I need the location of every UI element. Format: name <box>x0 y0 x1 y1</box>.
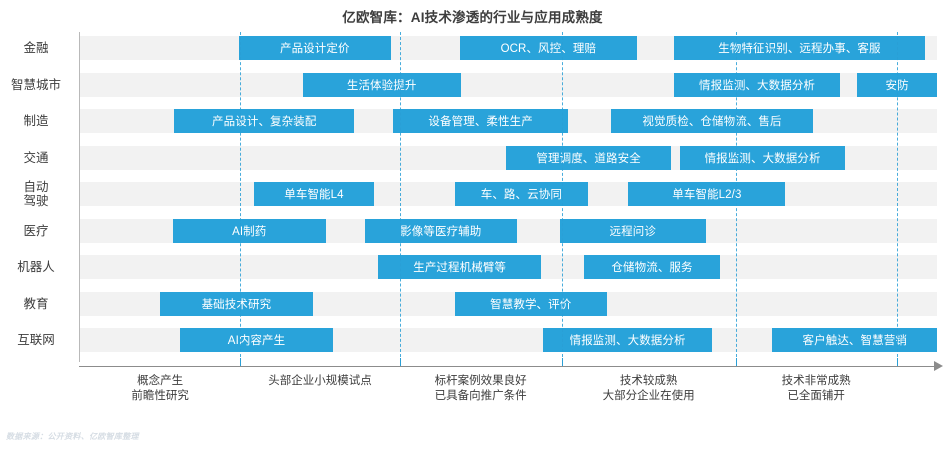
x-axis-arrow-icon <box>934 361 943 371</box>
bar-segment[interactable]: 生产过程机械臂等 <box>378 255 542 279</box>
x-stage-label-4: 技术非常成熟已全面铺开 <box>781 375 851 402</box>
bar-segment[interactable]: 车、路、云协同 <box>454 182 589 206</box>
bar-segment[interactable]: 产品设计、复杂装配 <box>174 109 355 133</box>
bar-segment[interactable]: 情报监测、大数据分析 <box>542 328 713 352</box>
bar-segment[interactable]: 智慧教学、评价 <box>454 291 608 316</box>
bar-segment[interactable]: 情报监测、大数据分析 <box>673 72 841 97</box>
x-stage-label-3: 技术较成熟大部分企业在使用 <box>602 375 695 402</box>
bar-segment[interactable]: 基础技术研究 <box>159 291 314 316</box>
bar-segment[interactable]: AI内容产生 <box>180 328 333 352</box>
bar-segment[interactable]: 单车智能L4 <box>253 182 374 206</box>
bar-segment[interactable]: 生物特征识别、远程办事、客服 <box>673 36 925 60</box>
x-axis-tick-3 <box>735 358 737 366</box>
bar-segment[interactable]: 影像等医疗辅助 <box>364 218 518 243</box>
bar-segment[interactable]: 单车智能L2/3 <box>628 182 786 206</box>
y-axis-labels: 金融智慧城市制造交通自动驾驶医疗机器人教育互联网 <box>0 32 72 362</box>
y-axis-label-5: 医疗 <box>23 223 49 238</box>
bar-segment[interactable]: AI制药 <box>172 218 326 243</box>
y-axis-line <box>79 32 80 362</box>
bar-segment[interactable]: 远程问诊 <box>559 218 706 243</box>
bar-segment[interactable]: 产品设计定价 <box>238 36 392 60</box>
bar-segment[interactable]: 仓储物流、服务 <box>583 255 721 279</box>
bar-segment[interactable]: 生活体验提升 <box>302 72 461 97</box>
x-axis-line <box>79 366 937 367</box>
y-axis-label-6: 机器人 <box>17 260 55 274</box>
x-stage-label-2: 标杆案例效果良好已具备向推广条件 <box>434 375 527 402</box>
source-note: 数据来源：公开资料、亿欧智库整理 <box>6 432 139 441</box>
y-axis-label-7: 教育 <box>23 296 49 311</box>
y-axis-label-8: 互联网 <box>17 333 55 347</box>
x-axis-tick-2 <box>561 358 563 366</box>
bar-segment[interactable]: 设备管理、柔性生产 <box>392 109 569 133</box>
y-axis-label-0: 金融 <box>23 41 49 55</box>
y-axis-label-2: 制造 <box>23 114 49 128</box>
x-axis-tick-0 <box>240 358 242 366</box>
bar-segment[interactable]: 视觉质检、仓储物流、售后 <box>611 109 813 133</box>
y-axis-label-4: 自动驾驶 <box>23 180 49 208</box>
x-axis-tick-4 <box>896 358 898 366</box>
x-stage-label-1: 头部企业小规模试点 <box>268 375 372 387</box>
bar-segment[interactable]: 管理调度、道路安全 <box>505 145 672 170</box>
y-axis-label-3: 交通 <box>23 150 49 165</box>
y-axis-label-1: 智慧城市 <box>10 77 61 92</box>
bar-segment[interactable]: 安防 <box>857 72 937 97</box>
bar-segment[interactable]: 客户触达、智慧营销 <box>772 328 937 352</box>
bar-segment[interactable]: OCR、风控、理赔 <box>459 36 638 60</box>
page-title: 亿欧智库：AI技术渗透的行业与应用成熟度 <box>342 10 603 25</box>
bar-segment[interactable]: 情报监测、大数据分析 <box>679 145 846 170</box>
x-axis-tick-1 <box>399 358 401 366</box>
x-stage-label-0: 概念产生前瞻性研究 <box>131 375 189 402</box>
